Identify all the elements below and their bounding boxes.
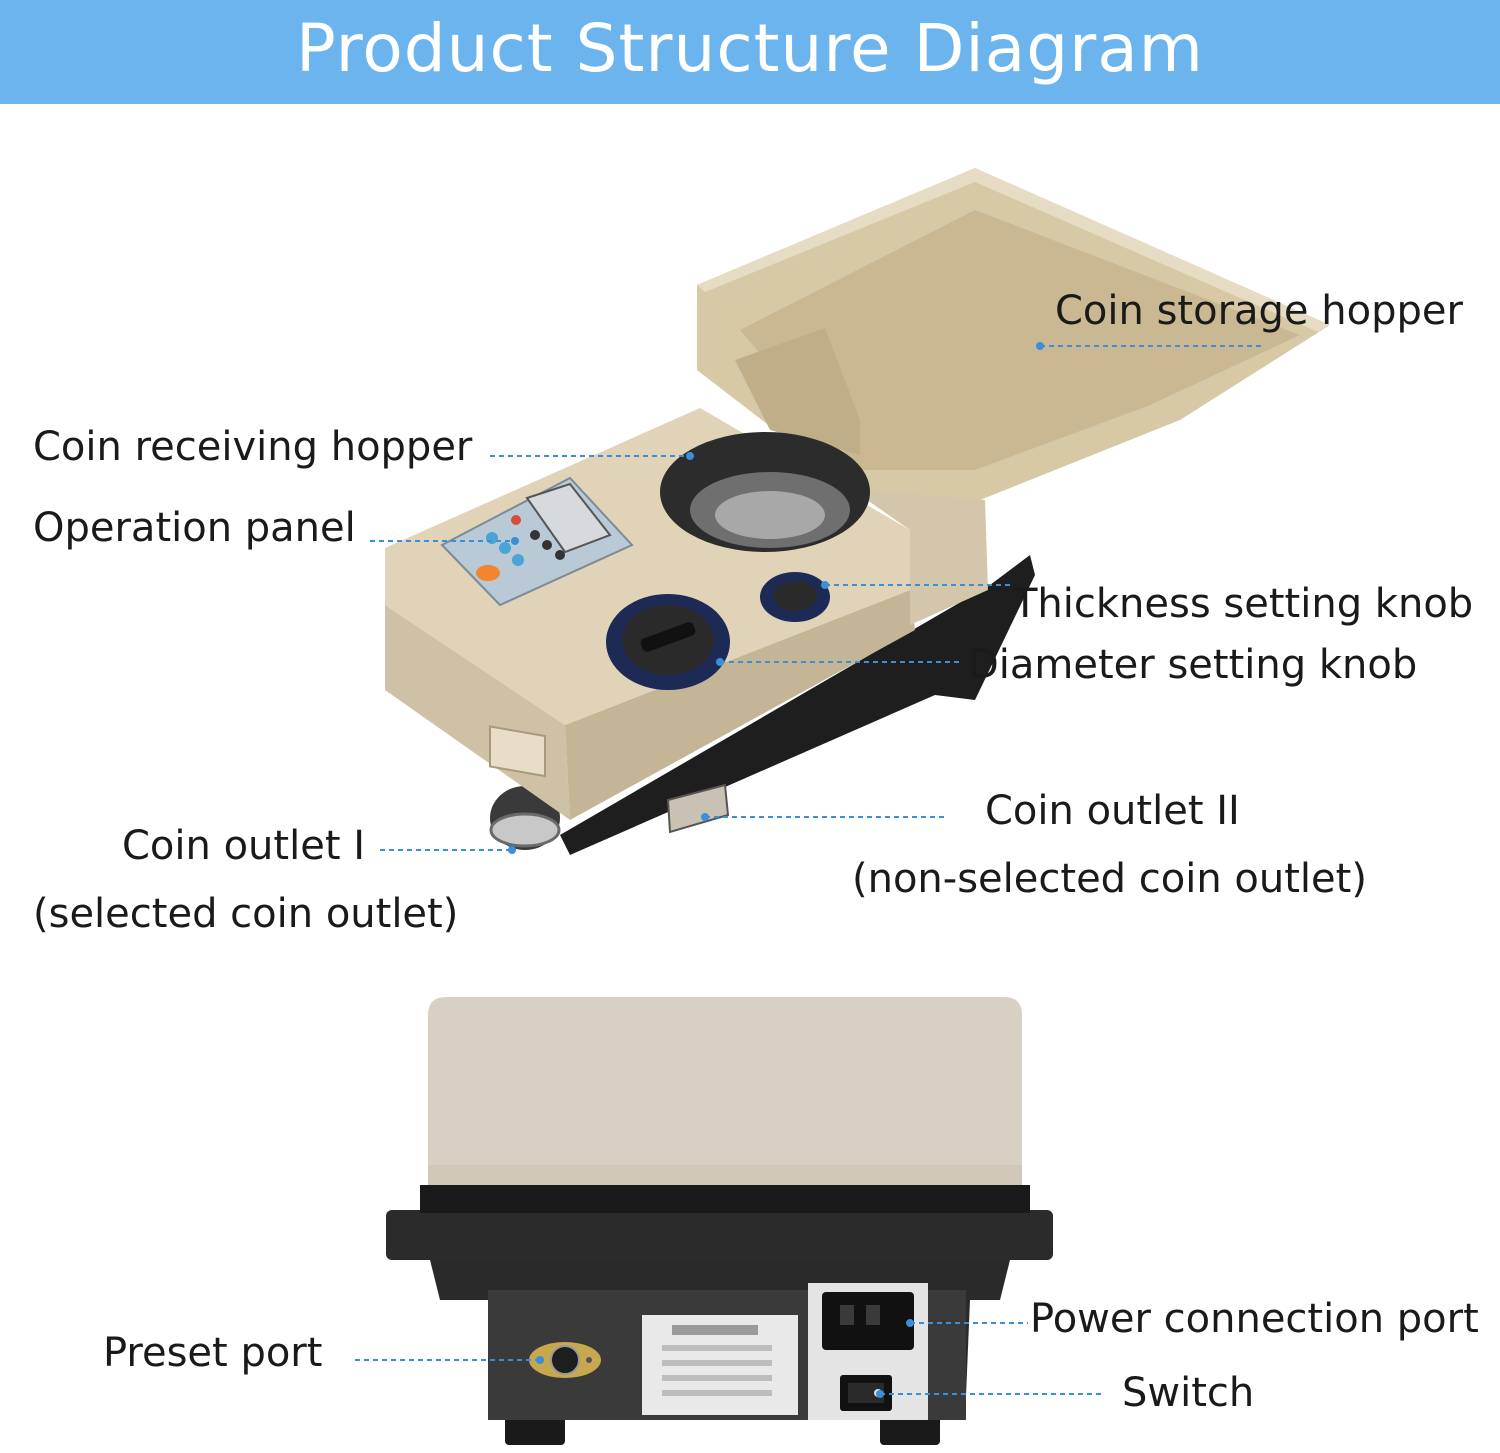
front-slot xyxy=(489,725,546,778)
foot-right xyxy=(880,1415,940,1445)
coin-sorter-top-view xyxy=(385,168,1330,855)
label-power-connection-port: Power connection port xyxy=(1030,1296,1479,1342)
leader-dots-rear xyxy=(536,1319,914,1398)
leader-lines-top xyxy=(370,345,1265,851)
lcd-display xyxy=(525,482,612,554)
label-thickness-setting-knob: Thickness setting knob xyxy=(1013,581,1474,627)
rear-cover xyxy=(428,997,1022,1180)
hopper-chute xyxy=(735,328,860,455)
diagram-title: Product Structure Diagram xyxy=(296,10,1204,87)
leader-lines-rear xyxy=(355,1322,1105,1395)
machine-right-face xyxy=(565,590,915,820)
label-coin-storage-hopper: Coin storage hopper xyxy=(1055,288,1463,334)
machine-base xyxy=(560,555,1035,855)
label-preset-port: Preset port xyxy=(103,1330,323,1376)
label-coin-outlet-2-note: (non-selected coin outlet) xyxy=(852,856,1367,902)
coin-sorter-rear-view xyxy=(386,997,1053,1445)
title-banner xyxy=(0,0,1500,104)
label-coin-outlet-2: Coin outlet II xyxy=(985,788,1240,834)
foot-left xyxy=(505,1415,565,1445)
label-coin-outlet-1-note: (selected coin outlet) xyxy=(33,891,459,937)
label-coin-outlet-1: Coin outlet I xyxy=(122,823,366,869)
rear-frame-band xyxy=(386,1210,1053,1260)
coin-outlet-2-chute xyxy=(666,783,730,834)
hopper-inner-floor xyxy=(740,210,1300,470)
hopper-support-tower xyxy=(850,488,988,625)
leader-dots-top xyxy=(508,342,1044,854)
button-red xyxy=(511,515,521,525)
label-switch: Switch xyxy=(1122,1370,1255,1416)
label-operation-panel: Operation panel xyxy=(33,505,356,551)
start-button-orange xyxy=(476,565,500,581)
label-coin-receiving-hopper: Coin receiving hopper xyxy=(33,424,473,470)
label-diameter-setting-knob: Diameter setting knob xyxy=(968,642,1418,688)
